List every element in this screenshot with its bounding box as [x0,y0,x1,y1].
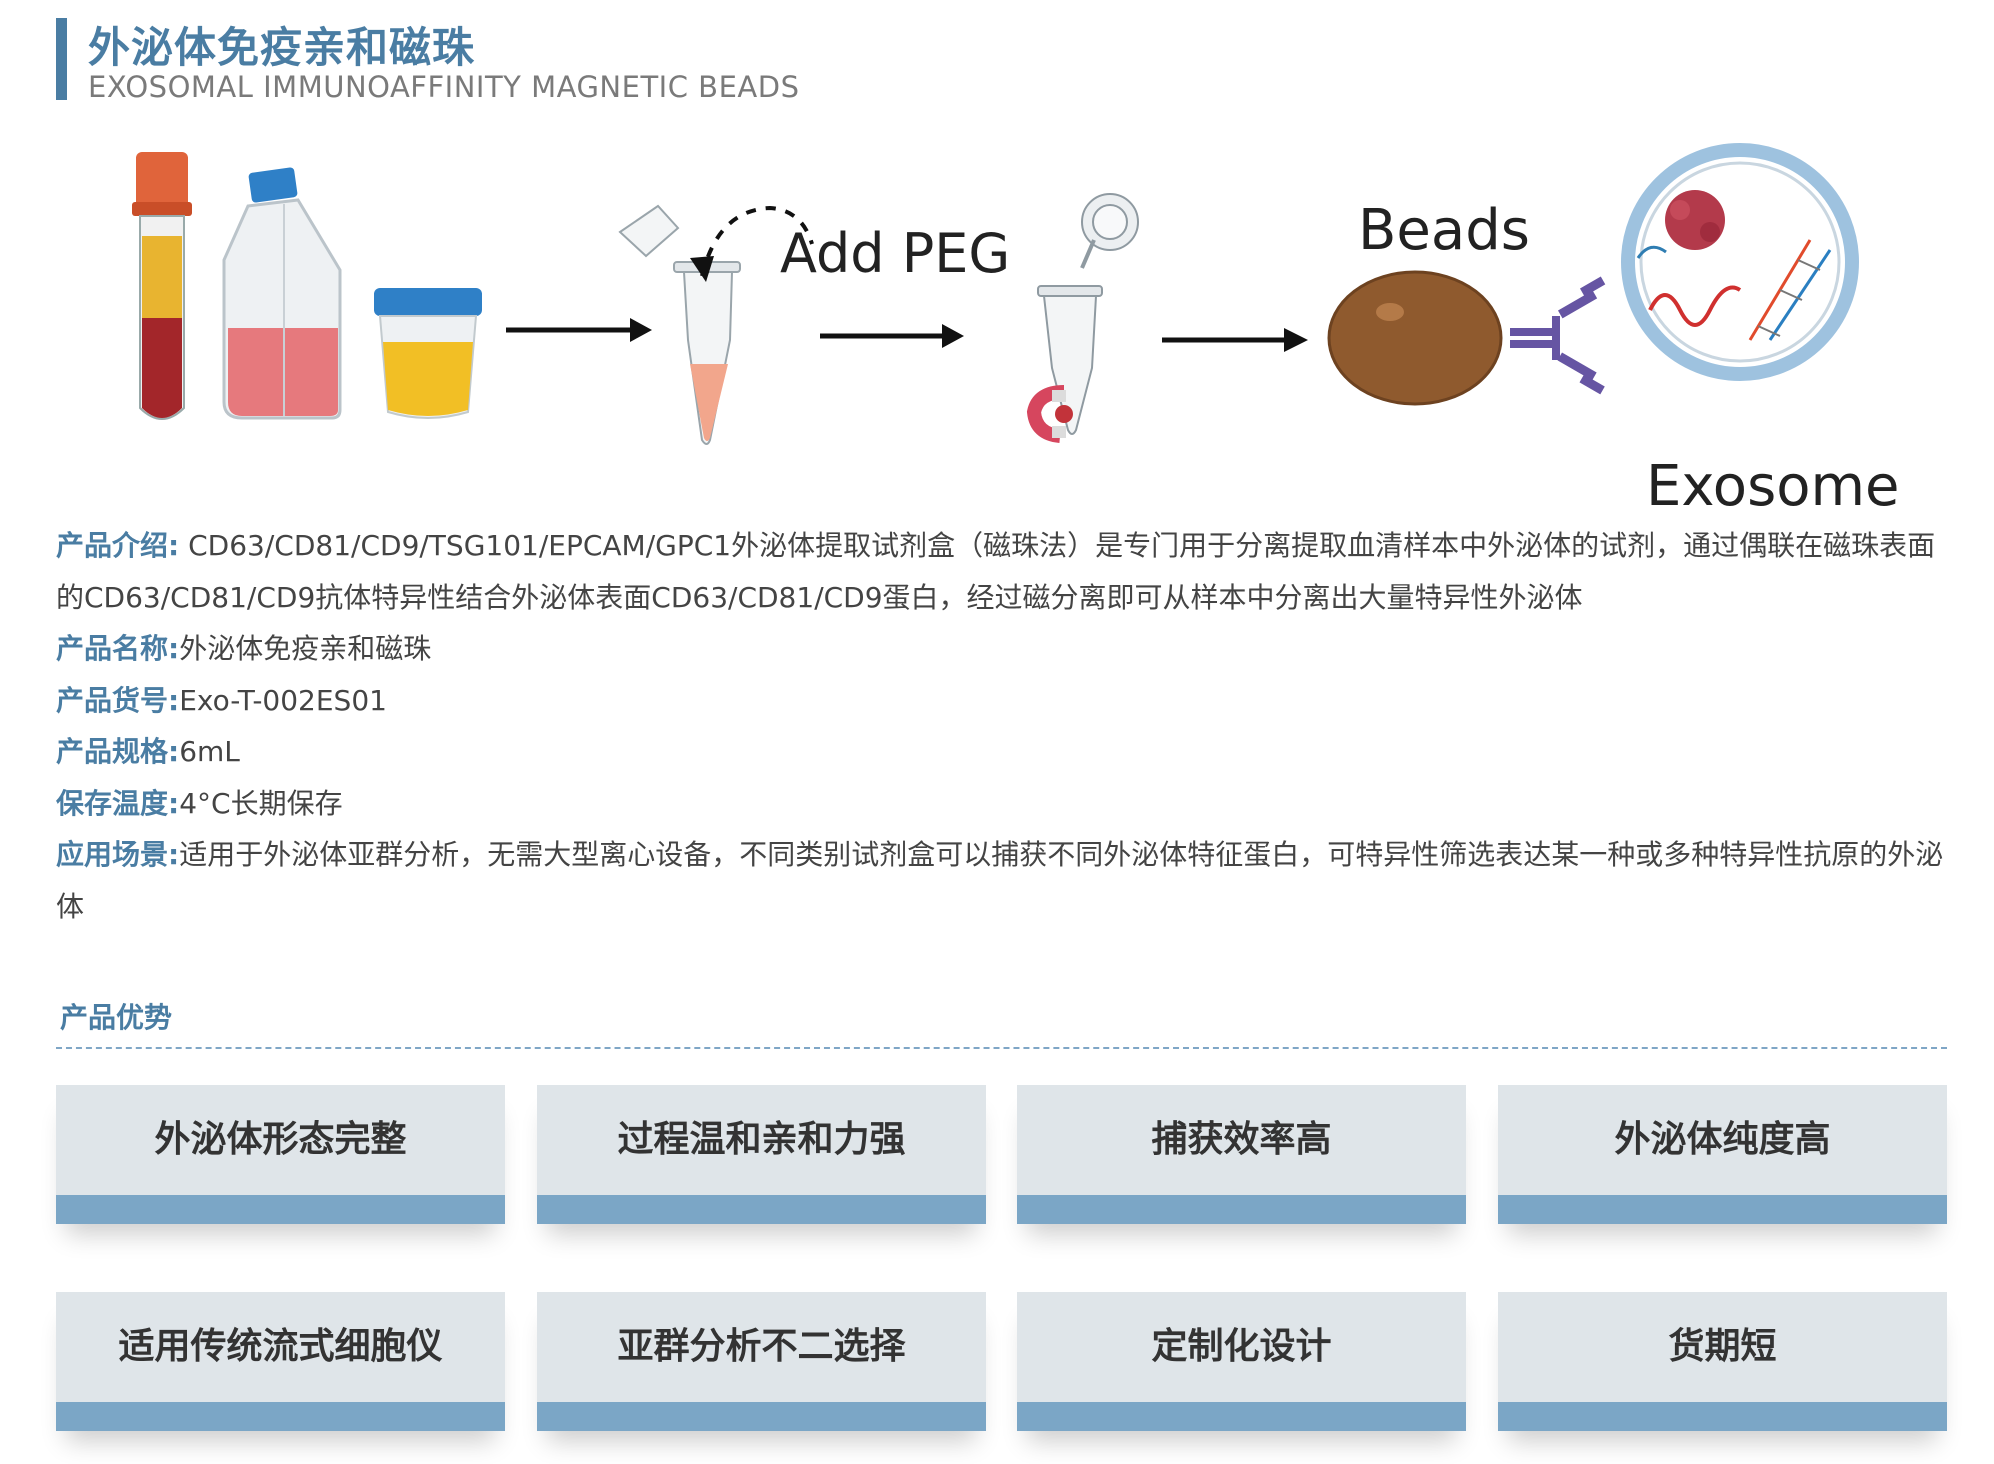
advantage-card: 定制化设计 [1017,1292,1466,1431]
advantage-label: 定制化设计 [1151,1326,1332,1367]
info-value: 外泌体免疫亲和磁珠 [179,632,432,665]
info-label: 产品介绍: [56,529,180,562]
advantage-label: 捕获效率高 [1151,1119,1332,1160]
product-name: 产品名称:外泌体免疫亲和磁珠 [56,623,1956,675]
page-title: 外泌体免疫亲和磁珠 [88,23,476,72]
centrifuge-tube-icon [618,204,814,445]
info-value: 6mL [179,735,240,768]
product-intro: 产品介绍: CD63/CD81/CD9/TSG101/EPCAM/GPC1外泌体… [56,520,1956,623]
advantage-label: 外泌体形态完整 [154,1119,407,1160]
workflow-diagram: Add PEG Beads Exosome [90,140,1910,520]
page-subtitle: EXOSOMAL IMMUNOAFFINITY MAGNETIC BEADS [88,70,800,104]
advantage-card: 外泌体纯度高 [1498,1085,1947,1224]
advantage-card: 捕获效率高 [1017,1085,1466,1224]
advantage-card: 外泌体形态完整 [56,1085,505,1224]
workflow-illustration [132,143,1859,445]
product-info: 产品介绍: CD63/CD81/CD9/TSG101/EPCAM/GPC1外泌体… [56,520,1956,932]
advantage-card: 过程温和亲和力强 [537,1085,986,1224]
magnetic-bead-icon [1327,270,1503,406]
info-label: 应用场景: [56,838,180,871]
advantages-title: 产品优势 [60,1001,173,1034]
antibody-icon [1510,276,1606,395]
magnetic-tube-icon [1026,193,1139,443]
advantage-label: 货期短 [1668,1326,1777,1367]
culture-flask-icon [222,167,342,420]
beads-label: Beads [1358,198,1530,263]
application-scenario: 应用场景:适用于外泌体亚群分析，无需大型离心设备，不同类别试剂盒可以捕获不同外泌… [56,829,1956,932]
arrow-icon [506,318,652,342]
info-value: Exo-T-002ES01 [179,683,387,717]
info-label: 产品规格: [56,735,180,768]
info-value: CD63/CD81/CD9/TSG101/EPCAM/GPC1外泌体提取试剂盒（… [56,529,1936,614]
advantage-card: 亚群分析不二选择 [537,1292,986,1431]
card-accent-bar [1498,1195,1947,1224]
card-accent-bar [56,1402,505,1431]
arrow-icon [820,324,964,348]
title-accent-bar [56,18,67,100]
advantage-card: 货期短 [1498,1292,1947,1431]
card-accent-bar [1498,1402,1947,1431]
product-spec: 产品规格:6mL [56,726,1956,778]
card-accent-bar [537,1195,986,1224]
info-label: 保存温度: [56,786,180,820]
exosome-label: Exosome [1646,454,1900,519]
card-accent-bar [537,1402,986,1431]
advantage-label: 外泌体纯度高 [1614,1119,1831,1160]
card-accent-bar [1017,1402,1466,1431]
advantage-label: 适用传统流式细胞仪 [118,1326,443,1367]
sample-cup-icon [374,288,482,419]
product-code: 产品货号:Exo-T-002ES01 [56,675,1956,727]
info-value: 4°C长期保存 [179,786,343,820]
card-accent-bar [56,1195,505,1224]
advantage-card: 适用传统流式细胞仪 [56,1292,505,1431]
storage-temperature: 保存温度:4°C长期保存 [56,778,1956,830]
add-peg-label: Add PEG [780,222,1011,285]
info-label: 产品货号: [56,683,180,717]
info-label: 产品名称: [56,632,180,665]
card-accent-bar [1017,1195,1466,1224]
section-divider [56,1047,1947,1049]
arrow-icon [1162,328,1308,352]
blood-tube-icon [132,152,192,420]
advantage-label: 过程温和亲和力强 [617,1119,906,1160]
info-value: 适用于外泌体亚群分析，无需大型离心设备，不同类别试剂盒可以捕获不同外泌体特征蛋白… [56,838,1944,923]
exosome-icon [1621,143,1859,381]
advantage-label: 亚群分析不二选择 [617,1326,906,1367]
